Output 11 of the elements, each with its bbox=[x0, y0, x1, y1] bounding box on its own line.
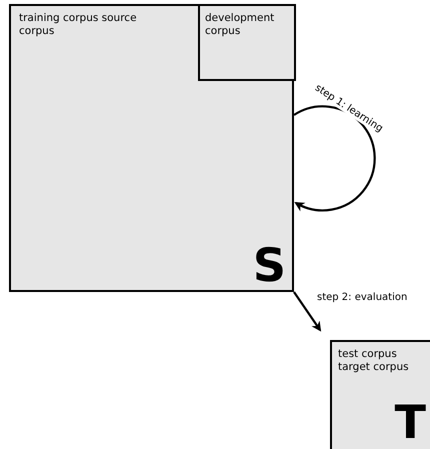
arrow bbox=[293, 291, 322, 332]
node-label: development corpus bbox=[205, 12, 276, 38]
corpus-box bbox=[9, 4, 294, 292]
edge-label: step 2: evaluation bbox=[316, 292, 408, 303]
corpus-box bbox=[198, 4, 296, 81]
corpus-box bbox=[330, 340, 430, 449]
node-letter: S bbox=[252, 242, 286, 288]
node-letter: T bbox=[394, 399, 426, 445]
node-label: training corpus source corpus bbox=[19, 12, 138, 38]
node-label: test corpus target corpus bbox=[338, 348, 410, 374]
arrow bbox=[293, 105, 376, 212]
